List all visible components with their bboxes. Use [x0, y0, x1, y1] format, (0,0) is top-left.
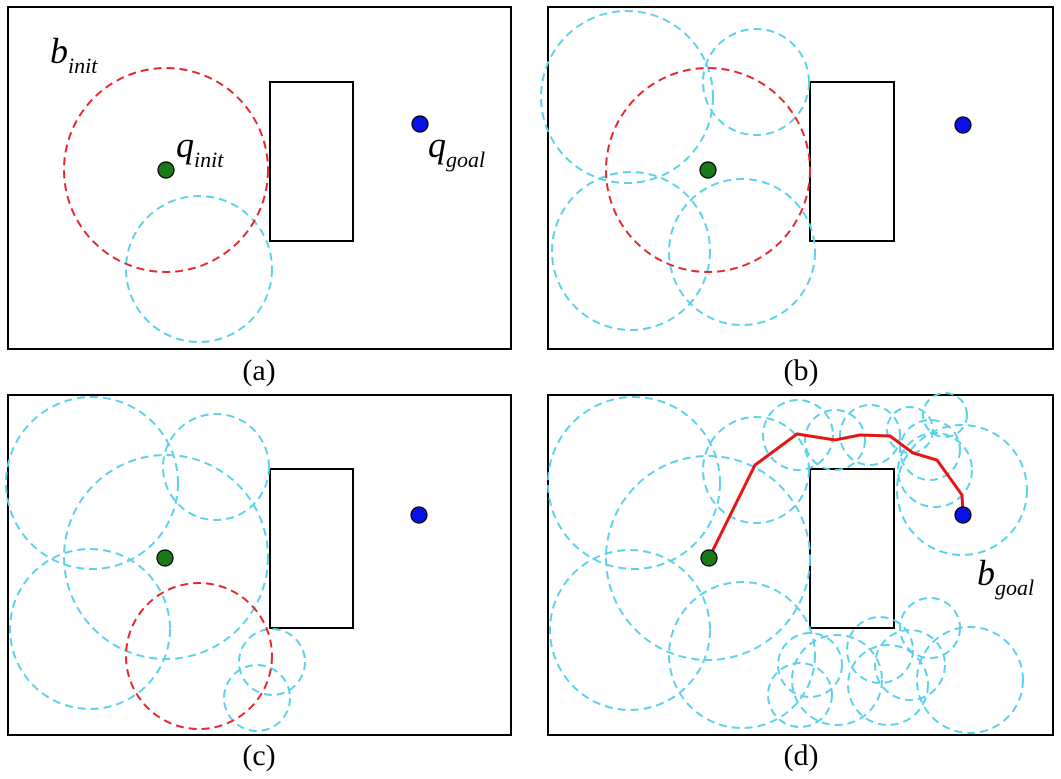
q-goal-point [954, 116, 972, 134]
explored-ball [804, 409, 866, 471]
explored-ball [238, 628, 306, 696]
explored-ball [223, 664, 291, 732]
explored-ball [551, 171, 711, 331]
explored-ball [839, 404, 901, 466]
obstacle-rect [809, 81, 895, 242]
explored-balls [5, 396, 306, 732]
q-init-point [157, 161, 175, 179]
explored-ball [922, 392, 968, 438]
explored-ball [9, 548, 171, 710]
explored-ball [847, 644, 929, 726]
obstacle-rect [809, 468, 895, 629]
explored-ball [916, 626, 1024, 734]
panel-a: binit qinit qgoal (a) [7, 6, 512, 387]
explored-ball [702, 416, 810, 524]
explored-ball [899, 597, 961, 659]
explored-balls [547, 392, 1028, 734]
q-init-point [699, 161, 717, 179]
planned-path [707, 432, 965, 559]
explored-ball [899, 419, 961, 481]
explored-ball [791, 634, 883, 726]
caption-b: (b) [784, 354, 819, 387]
panel-b: (b) [540, 6, 1054, 387]
explored-ball [777, 632, 843, 698]
explored-ball [549, 549, 711, 711]
q-goal-point [954, 506, 972, 524]
explored-ball [547, 396, 721, 570]
explored-balls [125, 195, 273, 343]
panel-d: bgoal (d) [547, 392, 1054, 772]
q-init-point [156, 549, 174, 567]
explored-ball [162, 413, 270, 521]
explored-balls [540, 10, 816, 331]
b-init-label: binit [50, 31, 98, 78]
explored-ball [605, 455, 811, 661]
explored-ball [886, 406, 934, 454]
explored-ball [5, 396, 179, 570]
caption-a: (a) [242, 354, 275, 387]
explored-ball [897, 432, 973, 508]
current-ball [605, 67, 811, 273]
current-ball [63, 67, 269, 273]
panel-c: (c) [5, 394, 512, 772]
q-goal-point [410, 506, 428, 524]
obstacle-rect [269, 81, 354, 242]
panel-frame [7, 394, 512, 736]
explored-ball [896, 424, 1028, 556]
caption-c: (c) [242, 739, 275, 772]
obstacle-rect [269, 468, 354, 629]
q-init-point [700, 549, 718, 567]
explored-ball [63, 454, 269, 660]
panel-frame [7, 6, 512, 350]
explored-ball [540, 10, 714, 184]
explored-ball [702, 28, 810, 136]
panel-frame [547, 6, 1054, 350]
explored-ball [767, 662, 833, 728]
explored-ball [874, 629, 946, 701]
explored-ball [668, 581, 816, 729]
panel-frame [547, 394, 1054, 736]
q-init-label: qinit [176, 125, 224, 172]
current-ball [125, 582, 273, 730]
explored-ball [668, 178, 816, 326]
b-goal-label: bgoal [977, 553, 1034, 600]
q-goal-label: qgoal [428, 125, 485, 172]
caption-d: (d) [784, 739, 819, 772]
explored-ball [762, 399, 834, 471]
explored-ball [125, 195, 273, 343]
q-goal-point [411, 115, 429, 133]
explored-ball [846, 616, 914, 684]
